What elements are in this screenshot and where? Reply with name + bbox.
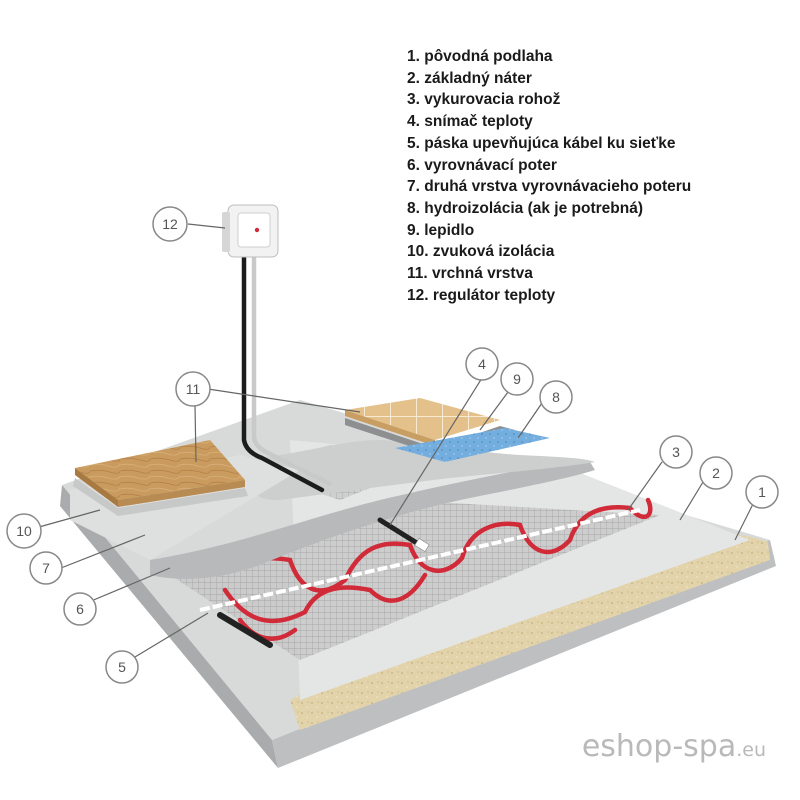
- svg-text:3: 3: [672, 444, 680, 460]
- watermark-tld: .eu: [736, 739, 766, 761]
- thermostat-conduit: [241, 255, 333, 493]
- callout-1: 1: [745, 475, 779, 509]
- legend-item: 3. vykurovacia rohož: [407, 91, 561, 109]
- callout-12: 12: [152, 206, 188, 242]
- leader-lines: [38, 223, 755, 661]
- svg-text:1: 1: [758, 484, 766, 500]
- callout-8: 8: [539, 380, 573, 414]
- legend-item: 10. zvuková izolácia: [407, 243, 555, 261]
- svg-text:7: 7: [42, 560, 50, 576]
- temperature-sensor: [377, 517, 430, 552]
- legend-item: 5. páska upevňujúca kábel ku sieťke: [407, 134, 676, 152]
- legend-item: 11. vrchná vrstva: [407, 265, 533, 283]
- tile-top-layer: [345, 398, 500, 446]
- svg-text:11: 11: [186, 381, 201, 397]
- watermark-main: eshop-spa: [581, 729, 737, 764]
- sound-insulation-layer: [73, 478, 248, 516]
- legend-item: 7. druhá vrstva vyrovnávacieho poteru: [407, 178, 692, 196]
- callout-7: 7: [29, 551, 63, 585]
- callout-5: 5: [105, 650, 139, 684]
- waterproofing-layer: [395, 428, 550, 462]
- callout-6: 6: [63, 592, 97, 626]
- callout-4: 4: [465, 347, 499, 381]
- svg-text:10: 10: [16, 523, 32, 539]
- callout-2: 2: [699, 456, 733, 490]
- svg-text:4: 4: [478, 356, 486, 372]
- callout-9: 9: [500, 362, 534, 396]
- svg-text:8: 8: [552, 389, 560, 405]
- svg-text:2: 2: [712, 465, 720, 481]
- legend-item: 12. regulátor teploty: [407, 286, 556, 304]
- callout-3: 3: [659, 435, 693, 469]
- svg-text:9: 9: [513, 371, 521, 387]
- callout-10: 10: [6, 513, 42, 549]
- legend-item: 9. lepidlo: [407, 221, 475, 239]
- legend-item: 2. základný náter: [407, 69, 532, 87]
- svg-text:5: 5: [118, 659, 126, 675]
- legend-item: 4. snímač teploty: [407, 113, 533, 131]
- original-floor-layer: [290, 532, 770, 730]
- legend-item: 1. pôvodná podlaha: [407, 48, 553, 65]
- cold-lead-cable: [217, 612, 273, 648]
- callout-11: 11: [175, 371, 211, 407]
- legend-list: 1. pôvodná podlaha 2. základný náter 3. …: [407, 46, 691, 306]
- watermark: eshop-spa.eu: [582, 729, 766, 764]
- legend-item: 8. hydroizolácia (ak je potrebná): [407, 199, 644, 217]
- svg-text:6: 6: [76, 601, 84, 617]
- wood-top-layer: [75, 440, 245, 507]
- svg-text:12: 12: [162, 216, 178, 232]
- legend-item: 6. vyrovnávací poter: [407, 156, 557, 174]
- thermostat: [222, 204, 279, 258]
